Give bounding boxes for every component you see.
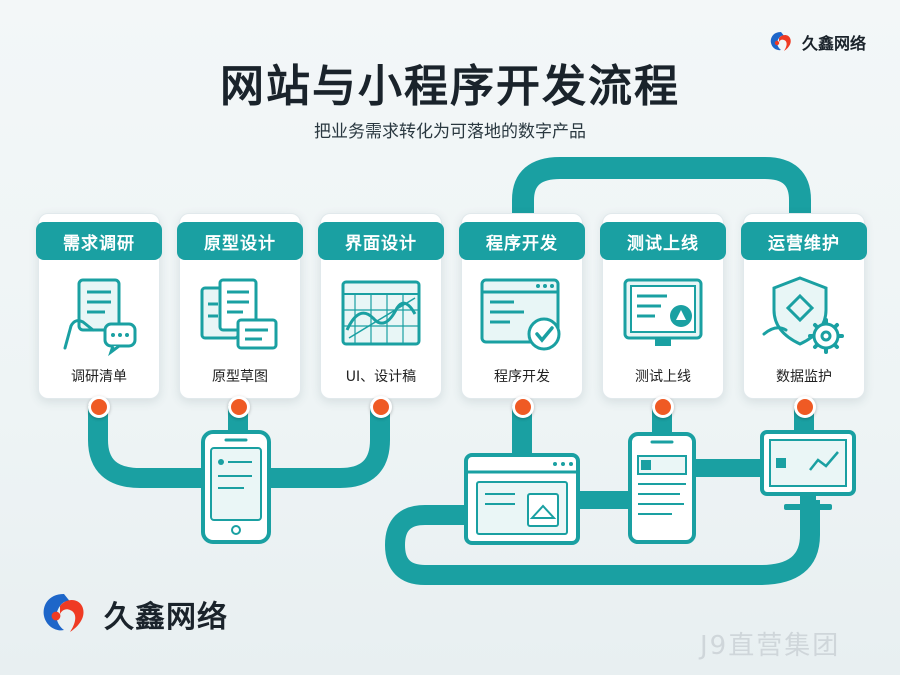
step-card-testing: 测试上线 测试上线 bbox=[600, 213, 726, 399]
step-card-prototype: 原型设计 原型草图 bbox=[177, 213, 303, 399]
page-title: 网站与小程序开发流程 bbox=[220, 61, 680, 112]
code-window-icon bbox=[480, 278, 561, 351]
pipe-top-arc bbox=[512, 157, 811, 233]
step-title: 程序开发 bbox=[459, 222, 585, 260]
browser-window-icon bbox=[464, 453, 580, 545]
brand-mark-icon bbox=[770, 32, 791, 51]
connector-dot bbox=[370, 396, 392, 418]
pipe-bottom-loop bbox=[384, 500, 820, 585]
connector-dot bbox=[228, 396, 250, 418]
step-card-ui-design: 界面设计 UI、设计稿 bbox=[318, 213, 444, 399]
brand-name-top: 久鑫网络 bbox=[802, 34, 867, 53]
step-card-operations: 运营维护 数据监护 bbox=[741, 213, 867, 399]
ui-chart-icon bbox=[341, 280, 421, 346]
step-caption: 原型草图 bbox=[212, 369, 268, 385]
brand-logo-bottom: 久鑫网络 bbox=[38, 588, 228, 640]
step-card-development: 程序开发 程序开发 bbox=[459, 213, 585, 399]
step-caption: 测试上线 bbox=[635, 369, 691, 385]
survey-icon bbox=[63, 278, 137, 357]
step-title: 运营维护 bbox=[741, 222, 867, 260]
desktop-monitor-icon bbox=[760, 430, 856, 510]
step-caption: 调研清单 bbox=[71, 369, 127, 385]
brand-name-bottom: 久鑫网络 bbox=[104, 600, 228, 635]
connector-dot bbox=[512, 396, 534, 418]
connector-dot bbox=[794, 396, 816, 418]
tablet-icon bbox=[628, 432, 696, 544]
step-caption: 程序开发 bbox=[494, 369, 550, 385]
prototype-icon bbox=[200, 278, 278, 350]
step-title: 需求调研 bbox=[36, 222, 162, 260]
watermark-text: J9直营集团 bbox=[700, 631, 841, 661]
step-caption: UI、设计稿 bbox=[345, 369, 417, 385]
step-card-requirements: 需求调研 调研清单 bbox=[36, 213, 162, 399]
pipe-left-3 bbox=[238, 405, 390, 488]
pipe-left-1 bbox=[88, 405, 238, 488]
step-title: 原型设计 bbox=[177, 222, 303, 260]
connector-dot bbox=[88, 396, 110, 418]
shield-gear-icon bbox=[762, 276, 844, 354]
phone-icon bbox=[201, 430, 271, 544]
step-caption: 数据监护 bbox=[776, 369, 832, 385]
brand-logo-top: 久鑫网络 bbox=[768, 28, 866, 56]
step-title: 界面设计 bbox=[318, 222, 444, 260]
connector-dot bbox=[652, 396, 674, 418]
test-monitor-icon bbox=[623, 278, 703, 346]
step-title: 测试上线 bbox=[600, 222, 726, 260]
brand-mark-icon bbox=[43, 594, 84, 632]
page-subtitle: 把业务需求转化为可落地的数字产品 bbox=[314, 122, 586, 142]
